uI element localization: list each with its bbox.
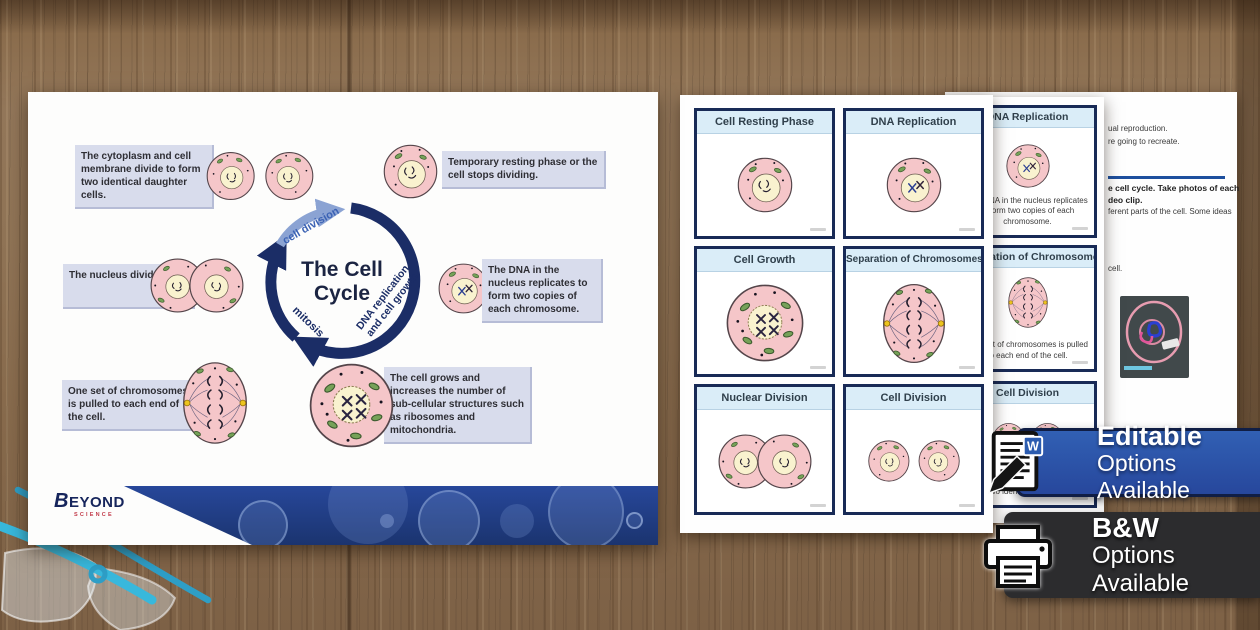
cell-resting-illustration: [736, 156, 794, 214]
poster-title-line1: The Cell: [301, 258, 383, 281]
bubble-decoration: [626, 512, 643, 529]
worksheet-text: e cell cycle. Take photos of each: [1108, 183, 1240, 193]
card-cell-resting-phase: Cell Resting Phase: [694, 108, 835, 239]
cell-growth-illustration: [725, 283, 805, 363]
card-cell-division: Cell Division: [843, 384, 984, 515]
cell-division-illustration: [866, 438, 962, 484]
callout-dna: The DNA in the nucleus replicates to for…: [482, 259, 603, 323]
bw-badge-subtitle: Options Available: [1092, 542, 1189, 597]
pipe-cleaner-chromosome: [1147, 321, 1162, 338]
card-watermark: [959, 366, 975, 369]
callout-resting: Temporary resting phase or the cell stop…: [442, 151, 606, 189]
cell-anaphase-illustration: [881, 282, 947, 365]
cell-dna-replication-illustration: [885, 156, 943, 214]
card-cell-growth: Cell Growth: [694, 246, 835, 377]
beyond-science-logo: BEYOND SCIENCE: [54, 490, 125, 518]
glasses-lens: [86, 566, 177, 630]
card-title: Cell Growth: [697, 249, 832, 272]
card-title: Cell Division: [961, 384, 1094, 404]
bubble-decoration: [548, 486, 624, 545]
poster-title-line2: Cycle: [313, 282, 371, 306]
editable-options-badge: Editable Options Available: [1016, 422, 1260, 503]
card-title: Separation of Chromosomes: [846, 249, 981, 272]
cell-cycle-poster: The cytoplasm and cell membrane divide t…: [28, 92, 658, 545]
label-tag: [1161, 338, 1180, 350]
cell-nuclear-division-illustration: [715, 432, 815, 491]
word-file-badge: [1022, 435, 1044, 457]
cell-nuclear-division-illustration: [147, 256, 247, 315]
worksheet-text: cell.: [1108, 264, 1123, 273]
worksheet-text: deo clip.: [1108, 195, 1143, 205]
poster-title: The Cell Cycle: [281, 258, 403, 306]
cell-cycle-diagram: [256, 198, 421, 367]
logo-brand-text: BEYOND: [54, 490, 125, 512]
callout-growth: The cell grows and increases the number …: [384, 367, 532, 444]
card-dna-replication: DNA Replication: [843, 108, 984, 239]
card-watermark: [1072, 227, 1088, 230]
bubble-decoration: [328, 486, 408, 544]
editable-badge-subtitle: Options Available: [1097, 450, 1190, 503]
cell-division-arc: [276, 198, 346, 248]
glasses-arm: [0, 521, 157, 605]
cell-dna-replication-illustration: [1005, 143, 1051, 189]
card-title: Separation of Chromosomes: [961, 248, 1094, 268]
card-watermark: [810, 228, 826, 231]
printer-icon: [984, 525, 1052, 588]
card-title: Cell Division: [846, 387, 981, 410]
card-title: DNA Replication: [961, 108, 1094, 128]
callout-cytoplasm: The cytoplasm and cell membrane divide t…: [75, 145, 214, 209]
worksheet-text: re going to recreate.: [1108, 137, 1180, 146]
card-watermark: [959, 504, 975, 507]
card-caption: One set of chromosomes is pulled to each…: [967, 340, 1088, 361]
callout-chromosomes: One set of chromosomes is pulled to each…: [62, 380, 198, 431]
card-title: Cell Resting Phase: [697, 111, 832, 134]
card-watermark: [1072, 361, 1088, 364]
card-title: DNA Replication: [846, 111, 981, 134]
editable-badge-title: Editable: [1097, 420, 1203, 451]
worksheet-text: ual reproduction.: [1108, 124, 1168, 133]
card-title: Nuclear Division: [697, 387, 832, 410]
pencil-icon: [987, 455, 1027, 495]
cell-cycle-cards-sheet-front: Cell Resting Phase DNA Replication Cell …: [680, 95, 993, 533]
cell-anaphase-illustration: [1007, 276, 1049, 329]
editable-document-icon: W: [987, 431, 1044, 495]
glasses-hinge: [88, 564, 108, 584]
photo-caption-strip: [1124, 366, 1152, 370]
card-watermark: [1072, 497, 1088, 500]
card-separation-of-chromosomes: Separation of Chromosomes: [843, 246, 984, 377]
cell-model-photo: [1120, 296, 1189, 378]
word-file-letter: W: [1027, 439, 1039, 453]
dna-replication-arc: [292, 202, 421, 367]
worksheet-text: ferent parts of the cell. Some ideas: [1108, 207, 1232, 216]
cell-anaphase-illustration: [181, 360, 249, 446]
card-watermark: [810, 366, 826, 369]
bubble-decoration: [418, 490, 480, 545]
bubble-decoration: [500, 504, 534, 538]
card-caption: The DNA in the nucleus replicates to for…: [967, 195, 1088, 227]
card-watermark: [959, 228, 975, 231]
bw-badge-title: B&W: [1092, 511, 1159, 543]
worksheet-divider: [1108, 176, 1225, 179]
logo-sub-text: SCIENCE: [74, 512, 114, 518]
card-watermark: [810, 504, 826, 507]
bubble-decoration: [380, 514, 394, 528]
pipe-cleaner-chromosome: [1139, 331, 1154, 344]
card-nuclear-division: Nuclear Division: [694, 384, 835, 515]
mitosis-arc: [256, 234, 300, 342]
bubble-decoration: [238, 500, 288, 545]
